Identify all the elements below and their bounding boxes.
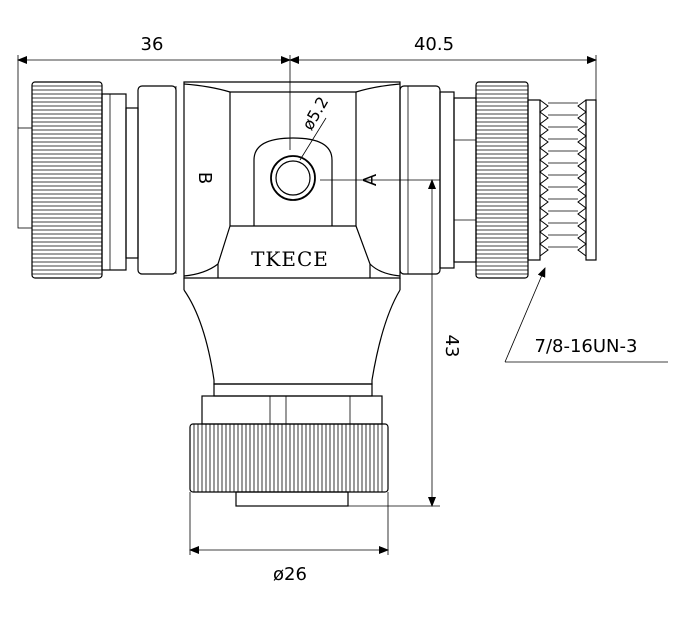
male-thread	[527, 99, 597, 261]
port-b-label: B	[194, 172, 215, 184]
thread-callout-label: 7/8-16UN-3	[535, 336, 638, 357]
dimension-36	[17, 55, 291, 150]
dimension-43	[320, 179, 440, 507]
bottom-port	[183, 278, 401, 507]
left-knurled-nut	[17, 81, 139, 279]
hole-diameter-label: ø5.2	[298, 93, 332, 133]
brand-label: TKECE	[251, 247, 329, 271]
thread-callout-leader	[504, 267, 668, 363]
dimension-diameter-26	[189, 492, 389, 555]
dimension-40-5-label: 40.5	[414, 34, 454, 55]
right-knurled-nut	[439, 81, 529, 279]
dimension-diameter-26-label: ø26	[273, 564, 307, 585]
dimension-40-5	[289, 55, 597, 100]
dimension-43-label: 43	[441, 335, 462, 358]
dimension-36-label: 36	[141, 34, 164, 55]
hole-leader-line	[299, 117, 327, 161]
